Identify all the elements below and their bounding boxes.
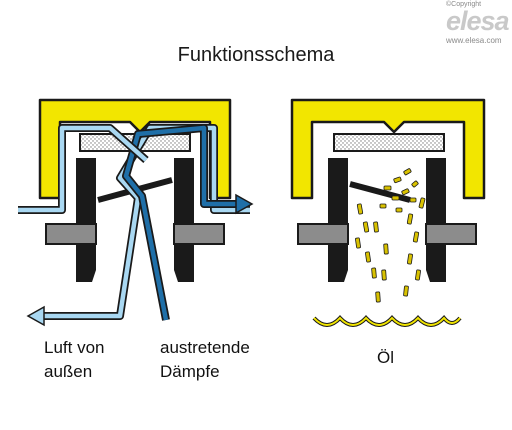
right-body-right-wall <box>426 158 446 282</box>
copyright-notice: ©Copyright <box>446 1 482 8</box>
right-yellow-cap <box>290 98 486 200</box>
right-breather-diagram <box>290 98 486 327</box>
left-gasket-right <box>173 223 225 245</box>
vapors-arrow <box>123 125 238 321</box>
left-body-left-wall <box>76 158 96 282</box>
outside-air-arrowhead <box>26 305 45 327</box>
vapors-arrowhead <box>235 193 254 215</box>
oil-label: Öl <box>377 348 394 367</box>
website-url: www.elesa.com <box>446 36 502 45</box>
outside-air-label: Luft von außen <box>44 336 105 384</box>
right-body-left-wall <box>328 158 348 282</box>
left-gasket-left <box>45 223 97 245</box>
vapors-label-line1: austretende <box>160 338 250 357</box>
right-filter-element <box>333 133 445 152</box>
vapors-label: austretende Dämpfe <box>160 336 250 384</box>
elesa-logo: elesa <box>446 6 510 36</box>
diagram-title: Funktionsschema <box>177 44 335 66</box>
left-breather-diagram <box>18 98 254 327</box>
oil-droplets <box>355 168 426 303</box>
right-baffle <box>349 181 411 203</box>
right-gasket-right <box>425 223 477 245</box>
outside-air-label-line2: außen <box>44 362 93 381</box>
left-body-right-wall <box>174 158 194 282</box>
intake-air-arrow <box>18 125 148 213</box>
vapors-label-line2: Dämpfe <box>160 362 220 381</box>
right-gasket-left <box>297 223 349 245</box>
outside-air-label-line1: Luft von <box>44 338 105 357</box>
